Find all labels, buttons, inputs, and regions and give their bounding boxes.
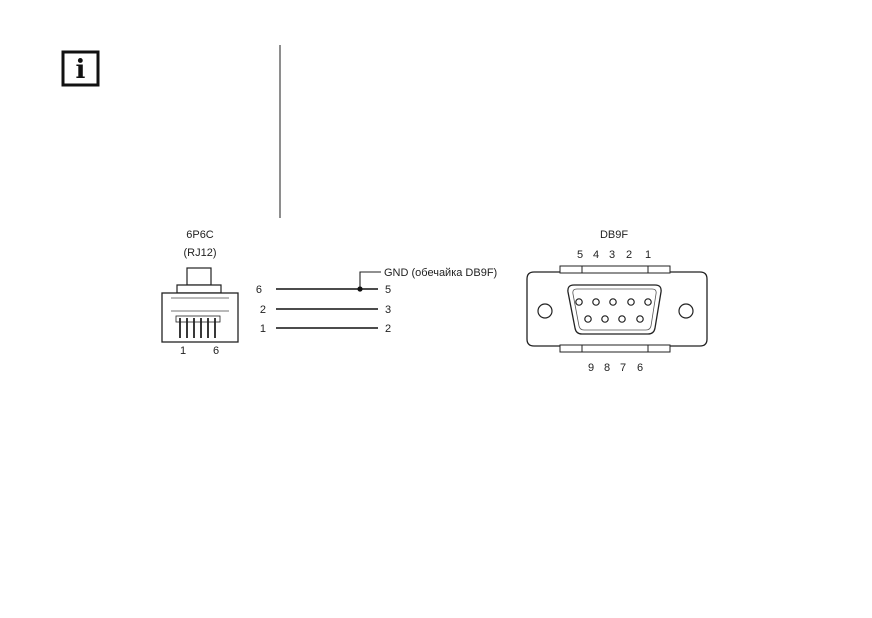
db9f-pin-label: 8	[604, 362, 610, 374]
wire-row: 2 3	[260, 304, 391, 316]
db9f-pin-label: 5	[577, 249, 583, 261]
db9f-title: DB9F	[600, 229, 628, 241]
rj12-connector: 6P6C (RJ12) 1 6	[161, 229, 239, 357]
wire-left-pin: 6	[256, 284, 262, 296]
db9f-pin-label: 6	[637, 362, 643, 374]
wire-row: 1 2	[260, 323, 391, 335]
db9f-pin-label: 2	[626, 249, 632, 261]
rj12-pin-6-label: 6	[213, 345, 219, 357]
db9f-pin-label: 3	[609, 249, 615, 261]
wire-right-pin: 3	[385, 304, 391, 316]
wire-left-pin: 2	[260, 304, 266, 316]
wire-right-pin: 2	[385, 323, 391, 335]
svg-text:i: i	[76, 55, 86, 85]
db9f-pin-label: 7	[620, 362, 626, 374]
db9f-pin-label: 4	[593, 249, 599, 261]
db9f-pin-label: 1	[645, 249, 651, 261]
db9f-bottom-pin-labels: 9 8 7 6	[588, 362, 643, 374]
wire-left-pin: 1	[260, 323, 266, 335]
db9f-mount-hole	[678, 303, 694, 319]
rj12-contacts	[179, 318, 216, 338]
db9f-mount-hole	[537, 303, 553, 319]
rj12-title: 6P6C	[186, 229, 214, 241]
db9f-pin-holes	[575, 298, 652, 323]
gnd-label: GND (обечайка DB9F)	[384, 267, 497, 279]
db9f-pin-label: 9	[588, 362, 594, 374]
db9f-top-pin-labels: 5 4 3 2 1	[577, 249, 651, 261]
wiring: GND (обечайка DB9F) 6 5 2 3 1 2	[256, 267, 497, 335]
info-icon: i	[61, 50, 100, 87]
rj12-subtitle: (RJ12)	[183, 247, 216, 259]
rj12-pin-1-label: 1	[180, 345, 186, 357]
db9f-connector: DB9F 5 4 3 2 1	[526, 229, 708, 374]
wire-row: 6 5	[256, 284, 391, 296]
wire-right-pin: 5	[385, 284, 391, 296]
